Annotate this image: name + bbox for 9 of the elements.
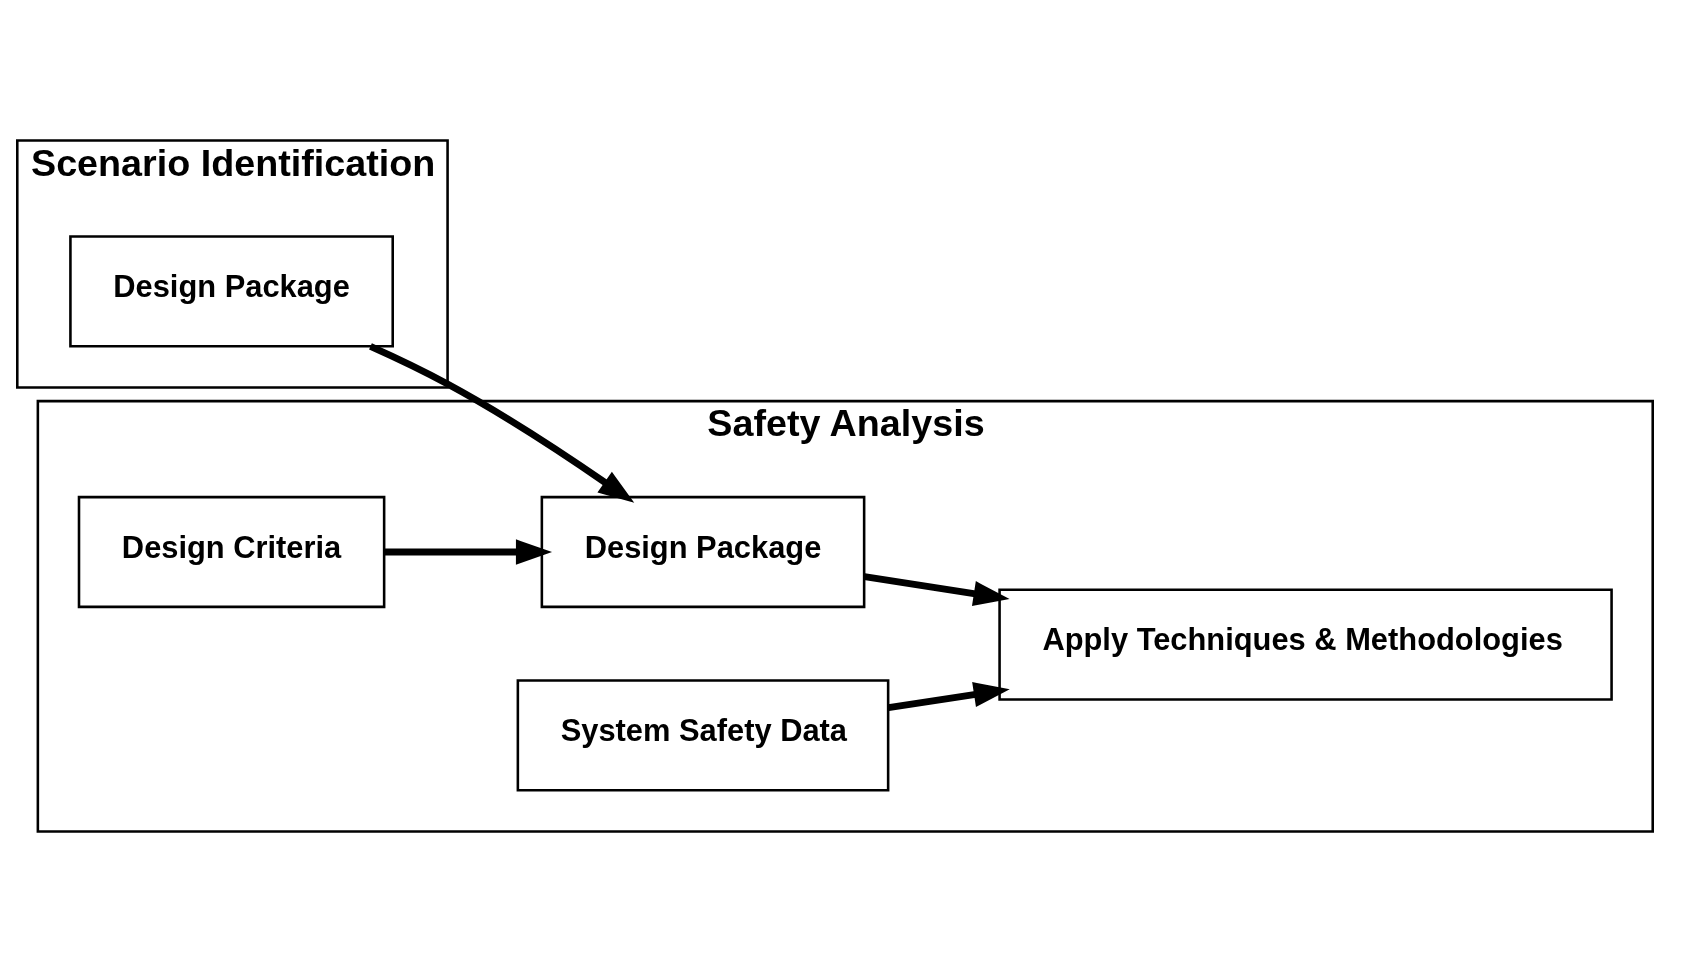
arrow bbox=[384, 539, 553, 565]
node-box: Design Package bbox=[69, 235, 394, 348]
arrow bbox=[863, 573, 1010, 607]
arrow bbox=[888, 682, 1010, 711]
node-box: Design Criteria bbox=[77, 495, 386, 609]
arrow bbox=[369, 343, 635, 503]
node-box: Design Package bbox=[540, 495, 866, 609]
node-box: Apply Techniques & Methodologies bbox=[998, 588, 1613, 701]
node-box: System Safety Data bbox=[516, 679, 890, 792]
